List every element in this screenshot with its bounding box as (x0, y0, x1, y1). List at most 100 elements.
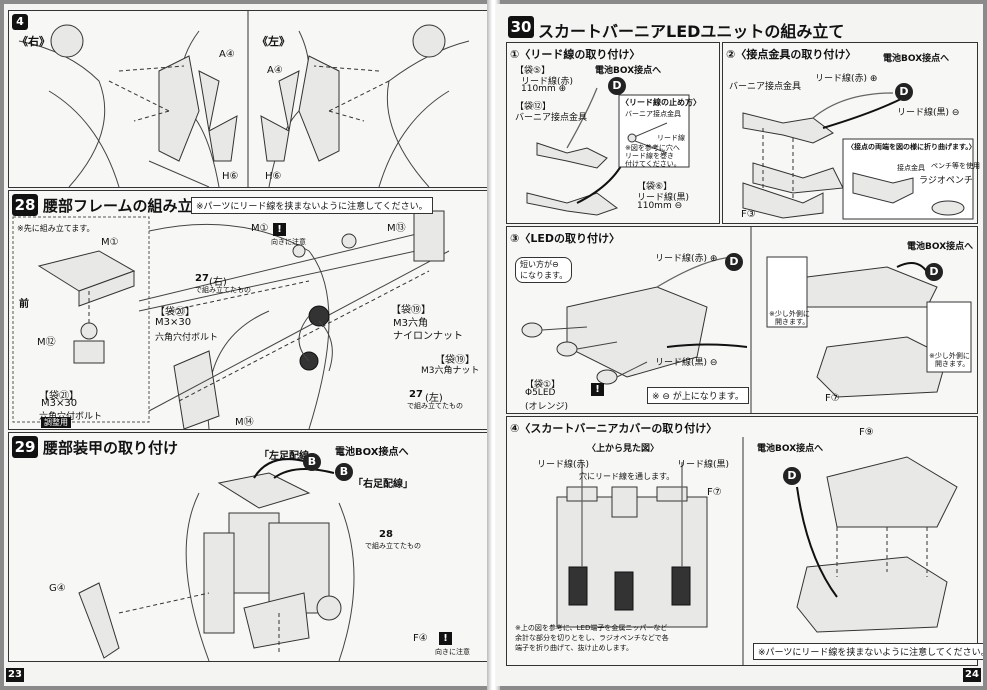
bolt-b1: M3×30 (41, 398, 78, 409)
part-m1: M① (251, 223, 269, 234)
bolt-hex: 六角穴付ボルト (155, 333, 219, 343)
ref28-note: で組み立てたもの (365, 542, 421, 550)
led-caution-icon: ! (591, 383, 604, 396)
connector-b-1: B (303, 453, 321, 471)
bend-note-2a: ※少し外側に (929, 352, 970, 360)
led-label: Φ5LED (525, 388, 556, 398)
sub2-connector-d: D (895, 83, 913, 101)
ref27-left-label: (左) (425, 393, 443, 404)
sub2-lead-black: リード線(黒) ⊖ (897, 108, 960, 118)
lead-red-length: 110mm ⊕ (521, 84, 567, 94)
sub3-connector-d-left: D (725, 253, 743, 271)
howto-terminal: バーニア接点金具 (625, 110, 681, 118)
led-color-label: (オレンジ) (525, 402, 569, 412)
step4-right-label: 《右》 (17, 35, 50, 48)
howto-lead: リード線 (657, 134, 685, 142)
left-page: 4 《右》 《左》 A④ H⑥ A④ H⑥ (4, 4, 491, 686)
sub2-title: ②〈接点金具の取り付け〉 (726, 48, 857, 61)
ref27-right-label: (右) (209, 277, 227, 288)
step28-number: 28 (12, 194, 38, 216)
nylon-nut-2: ナイロンナット (393, 331, 463, 342)
connector-b-2: B (335, 463, 353, 481)
sub2-illustration (742, 92, 974, 220)
part-m13: M⑬ (387, 223, 406, 234)
short-side-note: 短い方が⊖ になります。 (515, 257, 573, 283)
m1-direction-note: 向きに注意 (271, 238, 306, 246)
howto-note-2: リード線を巻き (625, 152, 674, 160)
bag19b-label: 【袋⑲】 (435, 355, 475, 366)
part-h6-left: H⑥ (265, 171, 282, 182)
sub1-panel: ①〈リード線の取り付け〉 【袋⑤】 リード線(赤) 110mm ⊕ 電池BOX接… (506, 42, 720, 224)
part-m1-inset: M① (101, 237, 119, 248)
part-m14: M⑭ (235, 417, 254, 428)
bend-note-1b: 開きます。 (775, 318, 810, 326)
part-m12: M⑫ (37, 337, 56, 348)
short-side-line1: 短い方が⊖ (520, 260, 559, 269)
sub2-panel: ②〈接点金具の取り付け〉 電池BOX接点へ D バーニア接点金具 リード線(赤)… (722, 42, 980, 224)
bag19a-label: 【袋⑲】 (391, 305, 431, 316)
f4-direction-note: 向きに注意 (435, 648, 470, 656)
contact-label: 接点金具 (897, 164, 925, 172)
sub1-connector-d: D (608, 77, 626, 95)
step29-battery-label: 電池BOX接点へ (335, 447, 409, 458)
sub2-battery-label: 電池BOX接点へ (883, 54, 950, 64)
sub2-terminal: バーニア接点金具 (729, 82, 802, 92)
cut-note-2: 余計な部分を切りとをし、ラジオペンチなどで各 (515, 634, 669, 642)
cut-note-1: ※上の図を参考に、LED端子を金属ニッパーなど (515, 624, 668, 632)
sub4-part-f9: F⑨ (859, 427, 874, 438)
step28-panel: 28 腰部フレームの組み立て ※パーツにリード線を挟まないように注意してください… (8, 190, 488, 430)
step29-number: 29 (12, 436, 38, 458)
sub3-connector-d-right: D (925, 263, 943, 281)
nylon-nut-1: M3六角 (393, 318, 428, 329)
part-a4-right: A④ (219, 49, 235, 60)
cut-note-3: 端子を折り曲げて、抜け止めします。 (515, 644, 633, 652)
step29-illustration (78, 458, 355, 661)
sub3-part-f7: F⑦ (825, 393, 840, 404)
bag1-label: 【袋①】 (525, 380, 561, 390)
sub3-illustration (521, 227, 972, 413)
step28-illustration (12, 210, 450, 429)
minus-up-note: ※ ⊖ が上になります。 (647, 387, 749, 404)
bend-note-title: 〈接点の両端を図の様に折り曲げます。〉 (847, 143, 976, 151)
sub3-panel: ③〈LEDの取り付け〉 リード線(赤) ⊕ D 短い方が⊖ になります。 リード… (506, 226, 978, 414)
bend-note-1a: ※少し外側に (769, 310, 810, 318)
part-a4-left: A④ (267, 65, 283, 76)
howto-note-1: ※図を参考に穴へ (625, 144, 680, 152)
ref27-right-note: で組み立てたもの (195, 286, 251, 294)
bag12-label: 【袋⑫】 (515, 102, 552, 112)
part-f3: F③ (741, 209, 756, 220)
short-side-line2: になります。 (520, 271, 568, 280)
bolt-m3x30: M3×30 (155, 317, 192, 328)
sub1-illustration (526, 87, 690, 216)
sub4-panel: ④〈スカートバーニアカバーの取り付け〉 〈上から見た図〉 リード線(赤) リード… (506, 416, 983, 666)
pliers-label: ラジオペンチ (919, 176, 973, 186)
sub4-battery-label: 電池BOX接点へ (757, 444, 824, 454)
sub4-part-f7: F⑦ (707, 487, 722, 498)
bag21-label: 【袋⑳】 (155, 307, 195, 318)
howto-title: 〈リード線の止め方〉 (621, 98, 701, 107)
hex-nut: M3六角ナット (421, 366, 480, 376)
lead-black-label: リード線(黒) (637, 193, 690, 203)
bend-note-2b: 開きます。 (935, 360, 970, 368)
sub4-connector-d: D (783, 467, 801, 485)
sub4-lead-red: リード線(赤) (537, 460, 590, 470)
step4-left-label: 《左》 (257, 35, 290, 48)
step28-caution: ※パーツにリード線を挟まないように注意してください。 (191, 197, 433, 214)
lead-black-length: 110mm ⊖ (637, 201, 683, 211)
sub3-title: ③〈LEDの取り付け〉 (510, 232, 620, 245)
step29-panel: 29 腰部装甲の取り付け 電池BOX接点へ 「左足配線」 B B 「右足配線」 … (8, 432, 488, 662)
page-number-23: 23 (6, 668, 24, 682)
sub1-battery-label: 電池BOX接点へ (595, 66, 662, 76)
page-number-24: 24 (963, 668, 981, 682)
sub4-illustration (556, 437, 958, 665)
terminal-label: バーニア接点金具 (515, 113, 588, 123)
step29-title: 腰部装甲の取り付け (43, 439, 179, 457)
left-wire-label: 「左足配線」 (259, 451, 319, 462)
sub3-lead-red: リード線(赤) ⊕ (655, 254, 718, 264)
step4-panel: 4 《右》 《左》 A④ H⑥ A④ H⑥ (8, 10, 488, 188)
howto-note-3: 付けてください。 (625, 160, 681, 168)
pre-assemble-note: ※先に組み立てます。 (17, 224, 95, 233)
right-wire-label: 「右足配線」 (353, 479, 413, 490)
ref27-right-num: 27 (195, 273, 209, 284)
